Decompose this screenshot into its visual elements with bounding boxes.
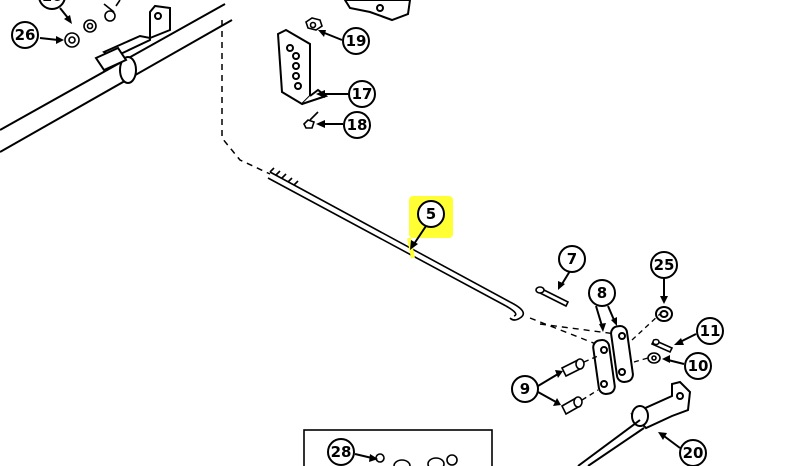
top-right-bracket bbox=[343, 0, 412, 22]
callout-7-label: 7 bbox=[567, 250, 577, 268]
callout-28-label: 28 bbox=[331, 443, 352, 461]
washer-25 bbox=[655, 306, 673, 322]
dashed-leader-right bbox=[631, 313, 661, 363]
callout-10: 10 bbox=[662, 352, 712, 380]
rod-5 bbox=[267, 167, 525, 321]
shaft-bracket bbox=[94, 4, 171, 72]
callout-8: 8 bbox=[588, 279, 617, 332]
callout-9-label: 9 bbox=[520, 380, 530, 398]
callout-19: 19 bbox=[318, 27, 370, 55]
callout-26-label: 26 bbox=[15, 26, 36, 44]
callout-8-label: 8 bbox=[597, 284, 607, 302]
plate-bracket bbox=[276, 28, 329, 106]
washer-10 bbox=[647, 352, 661, 364]
clip-pin-11 bbox=[650, 338, 674, 354]
dashed-leader-rod bbox=[529, 317, 617, 345]
callout-16: 16 bbox=[38, 0, 72, 24]
callout-16-label: 16 bbox=[42, 0, 63, 5]
callout-18-label: 18 bbox=[347, 116, 368, 134]
callout-10-label: 10 bbox=[688, 357, 709, 375]
callout-17: 17 bbox=[316, 80, 376, 108]
callout-25: 25 bbox=[650, 251, 678, 304]
callout-20-label: 20 bbox=[683, 444, 704, 462]
callout-18: 18 bbox=[316, 111, 371, 139]
top-left-hardware bbox=[64, 0, 121, 48]
nut-19 bbox=[305, 17, 323, 31]
pins-9 bbox=[560, 358, 585, 416]
callout-17-label: 17 bbox=[352, 85, 373, 103]
callout-7: 7 bbox=[558, 245, 586, 290]
callout-5-label: 5 bbox=[426, 205, 436, 223]
bolt-18 bbox=[303, 111, 319, 129]
link-plates-8 bbox=[592, 325, 634, 395]
dashed-leader-pins bbox=[581, 355, 599, 401]
callout-19-label: 19 bbox=[346, 32, 367, 50]
callout-28: 28 bbox=[327, 438, 378, 466]
callout-25-label: 25 bbox=[654, 256, 675, 274]
dashed-leader-top bbox=[221, 20, 271, 175]
callout-9: 9 bbox=[511, 370, 563, 406]
callout-11-label: 11 bbox=[700, 322, 721, 340]
lever-shaft-20 bbox=[577, 380, 692, 466]
callout-5: 5 bbox=[410, 200, 445, 250]
cotter-pin-7 bbox=[535, 286, 570, 308]
callout-26: 26 bbox=[11, 21, 64, 49]
callout-11: 11 bbox=[674, 317, 724, 345]
callout-20: 20 bbox=[658, 432, 707, 466]
